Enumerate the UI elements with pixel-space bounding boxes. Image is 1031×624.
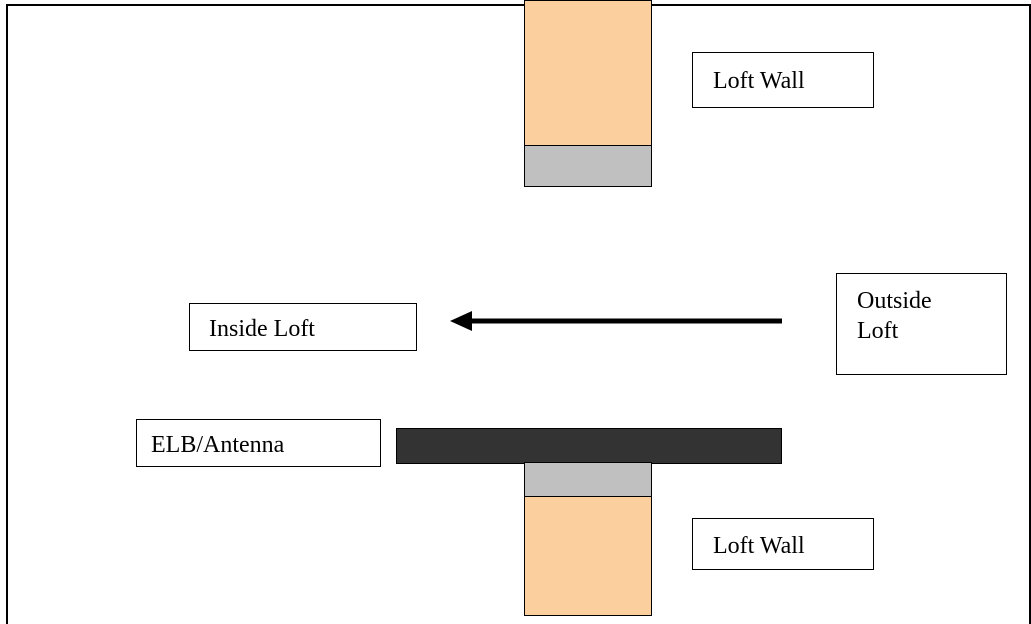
diagram-frame (6, 4, 1031, 624)
arrow-head (450, 311, 472, 331)
loft-wall-top-cap (524, 145, 652, 187)
outside-loft-line1: Outside (857, 288, 932, 314)
elb-antenna-bar (396, 428, 782, 464)
loft-wall-top-text: Loft Wall (713, 68, 805, 94)
loft-wall-top-upper (524, 0, 652, 147)
elb-antenna-label: ELB/Antenna (136, 419, 381, 467)
loft-wall-bottom-lower (524, 496, 652, 616)
outside-loft-label: Outside Loft (836, 273, 1007, 375)
loft-wall-bottom-text: Loft Wall (713, 533, 805, 559)
inside-loft-label: Inside Loft (189, 303, 417, 351)
loft-wall-top-label: Loft Wall (692, 52, 874, 108)
outside-loft-line2: Loft (857, 318, 899, 344)
arrow-left-icon (450, 311, 782, 331)
inside-loft-text: Inside Loft (209, 316, 315, 342)
loft-wall-bottom-cap (524, 462, 652, 498)
elb-antenna-text: ELB/Antenna (151, 432, 285, 458)
loft-wall-bottom-label: Loft Wall (692, 518, 874, 570)
